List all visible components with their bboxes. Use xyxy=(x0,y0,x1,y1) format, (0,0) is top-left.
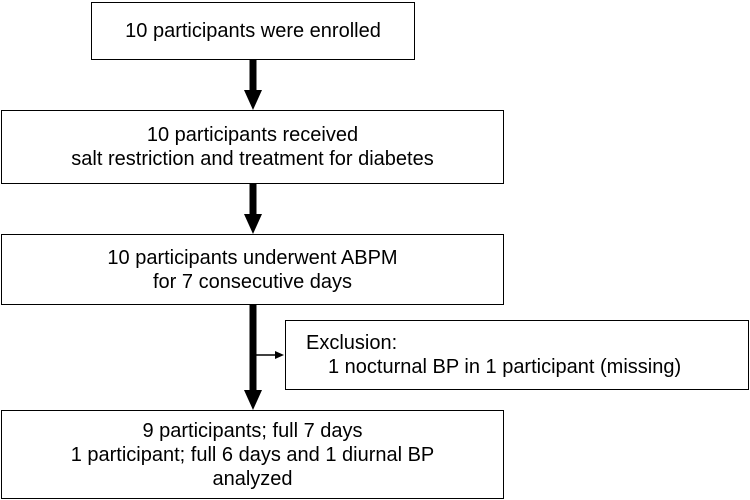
enrolled-text: 10 participants were enrolled xyxy=(125,20,381,42)
abpm-text-line-2: for 7 consecutive days xyxy=(153,270,352,293)
abpm-box: 10 participants underwent ABPM for 7 con… xyxy=(1,234,504,305)
treatment-box: 10 participants received salt restrictio… xyxy=(1,110,504,184)
analyzed-text-line-2: 1 participant; full 6 days and 1 diurnal… xyxy=(70,443,435,466)
abpm-text-line-1: 10 participants underwent ABPM xyxy=(107,246,398,269)
arrow-abpm-to-analyzed xyxy=(244,305,262,410)
exclusion-box: Exclusion: 1 nocturnal BP in 1 participa… xyxy=(285,320,749,390)
treatment-text-line-1: 10 participants received xyxy=(146,124,359,146)
analyzed-box: 9 participants; full 7 days 1 participan… xyxy=(1,410,504,499)
treatment-text-line-2: salt restriction and treatment for diabe… xyxy=(71,148,434,170)
exclusion-heading: Exclusion: xyxy=(306,332,398,354)
exclusion-text: 1 nocturnal BP in 1 participant (missing… xyxy=(328,356,682,378)
analyzed-text-line-1: 9 participants; full 7 days xyxy=(142,419,363,442)
arrow-treatment-to-abpm xyxy=(244,184,262,234)
arrow-to-exclusion xyxy=(256,351,284,359)
analyzed-text-line-3: analyzed xyxy=(212,467,293,490)
enrolled-box: 10 participants were enrolled xyxy=(91,2,415,60)
arrow-enrolled-to-treatment xyxy=(244,60,262,110)
